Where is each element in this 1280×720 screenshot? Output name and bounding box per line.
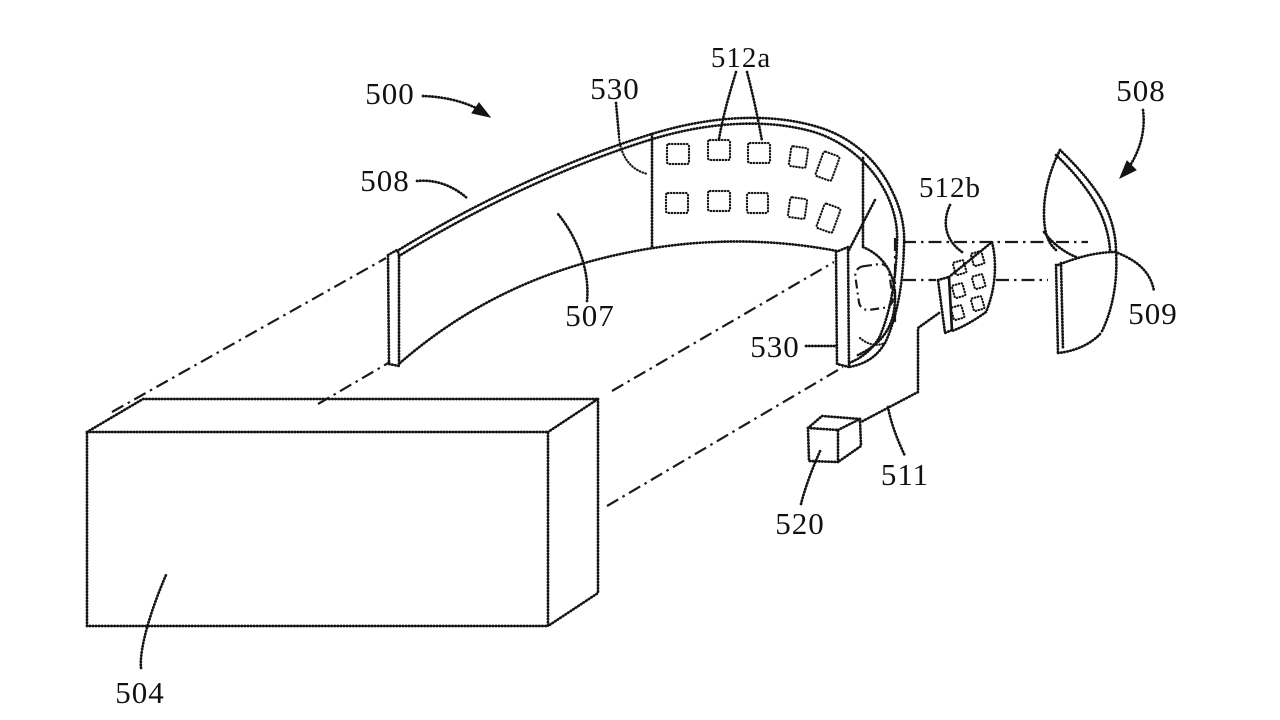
leader-512a-right <box>745 70 764 143</box>
ref-label-511: 511 <box>881 457 929 492</box>
leader-504 <box>139 573 168 670</box>
band-assembly <box>386 116 906 369</box>
wire-511 <box>859 311 941 424</box>
leader-530-top <box>614 101 621 138</box>
plate-contact-holes <box>949 250 987 322</box>
cube-top-face <box>806 414 862 432</box>
electrode <box>745 191 770 215</box>
leader-512b <box>944 203 964 254</box>
flap-left-lobe-edge <box>1042 148 1062 252</box>
leader-508-left <box>415 179 470 201</box>
device-box-504 <box>85 397 600 628</box>
leader-520 <box>799 447 823 506</box>
electrode <box>815 202 842 234</box>
ref-label-530-top: 530 <box>590 71 640 106</box>
ref-label-508-right: 508 <box>1116 73 1166 108</box>
contact-hole <box>949 304 966 322</box>
ref-label-512b: 512b <box>919 172 981 204</box>
centerline-left-upper <box>111 257 387 413</box>
leader-lines <box>139 70 1156 670</box>
hidden-component-530-outline <box>854 262 894 312</box>
cube-front-face <box>806 426 840 464</box>
contact-hole <box>969 295 986 313</box>
arrowhead-500 <box>471 102 492 118</box>
flap-sheet-left-inner <box>1059 261 1065 351</box>
center-lines <box>111 238 1088 507</box>
wire-and-module <box>806 311 941 464</box>
contact-hole <box>969 250 986 268</box>
connector-plate-512b <box>936 240 997 335</box>
ref-label-512a: 512a <box>711 42 771 74</box>
leader-512a-left <box>717 70 738 141</box>
flap-right-outer-edge <box>1058 148 1118 254</box>
reference-labels: 500 530 512a 508 508 512b 507 530 509 51… <box>115 42 1178 710</box>
plate-outline <box>947 240 997 333</box>
ref-label-504: 504 <box>115 675 165 710</box>
box-top-face <box>85 397 600 434</box>
flap-sheet-left-edge <box>1054 263 1060 354</box>
contact-hole <box>970 273 987 291</box>
ref-label-508-left: 508 <box>360 163 410 198</box>
electrode <box>746 141 772 165</box>
centerline-right-upper <box>611 261 835 392</box>
region-530-arc <box>617 135 650 176</box>
leader-509 <box>1116 251 1156 293</box>
electrode <box>786 196 809 220</box>
electrode <box>787 145 810 169</box>
band-inner-lower-edge <box>398 240 839 365</box>
ref-label-509: 509 <box>1128 296 1178 331</box>
flap-right-inner-edge <box>1054 153 1112 252</box>
flap-sheet-top-edge <box>1056 250 1118 267</box>
strap-end-flap <box>1042 148 1118 355</box>
ref-label-500: 500 <box>365 76 415 111</box>
band-left-end-cap <box>386 248 401 368</box>
electrode <box>665 142 691 166</box>
centerline-right-lower <box>606 366 844 507</box>
ref-label-507: 507 <box>565 298 615 333</box>
arrowhead-508-right <box>1119 160 1137 180</box>
box-right-face <box>546 397 600 628</box>
contact-hole <box>950 282 967 300</box>
band-outer-edge <box>395 116 906 369</box>
band-outer-edge-inner-line <box>397 122 899 365</box>
electrode <box>706 138 732 162</box>
centerline-left-lower <box>317 361 391 405</box>
flap-sheet-bottom-edge <box>1056 331 1103 355</box>
leader-511 <box>886 405 907 458</box>
ref-label-530-mid: 530 <box>750 329 800 364</box>
ref-label-520: 520 <box>775 506 825 541</box>
band-end-bottom-arc <box>858 336 889 346</box>
band-right-end-strip <box>834 245 851 369</box>
box-front-face <box>85 430 550 628</box>
electrode <box>706 189 732 213</box>
electrode <box>814 150 841 182</box>
electrode <box>664 191 690 215</box>
band-end-inner-curl <box>856 245 897 357</box>
contact-hole <box>951 259 968 277</box>
electrode-array-512a <box>664 138 842 234</box>
band-end-top-edge <box>847 196 878 252</box>
cube-right-face <box>836 417 863 464</box>
flap-waist-tail <box>1042 230 1078 259</box>
leader-507 <box>556 212 589 303</box>
flap-sheet-right-edge <box>1099 250 1118 335</box>
